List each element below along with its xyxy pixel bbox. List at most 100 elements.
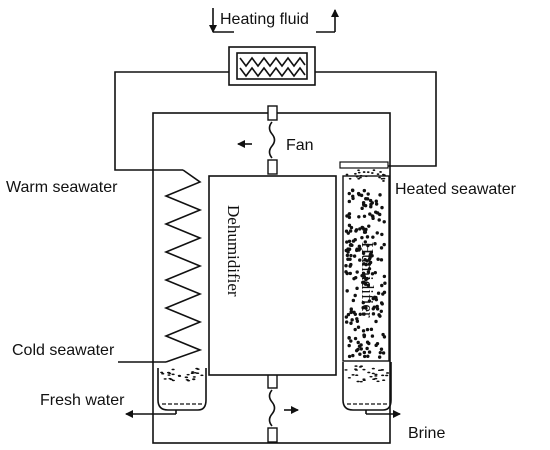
droplet <box>344 369 348 371</box>
droplet <box>347 212 351 216</box>
spray-droplets <box>345 169 386 182</box>
droplet <box>349 225 354 230</box>
droplet <box>356 340 360 345</box>
droplet <box>358 227 362 231</box>
droplet <box>348 264 352 268</box>
droplet <box>378 314 382 318</box>
droplet <box>378 193 382 197</box>
droplet <box>171 373 175 376</box>
droplet <box>351 194 355 198</box>
droplet <box>359 380 363 383</box>
droplet <box>367 341 371 346</box>
droplet <box>350 318 354 322</box>
droplet <box>349 309 354 314</box>
droplet <box>376 173 380 176</box>
droplet <box>382 180 385 182</box>
droplet <box>370 272 375 276</box>
droplet <box>359 343 363 347</box>
droplet <box>376 257 380 261</box>
droplet <box>371 307 375 311</box>
droplet <box>380 283 384 288</box>
droplet <box>369 250 373 254</box>
droplet <box>353 336 358 341</box>
droplet <box>161 372 165 375</box>
droplet <box>364 175 368 178</box>
droplet <box>345 289 349 293</box>
droplet <box>362 275 367 279</box>
warm-seawater-label: Warm seawater <box>6 179 118 196</box>
fan-top <box>267 105 278 175</box>
droplet <box>357 171 361 174</box>
droplet <box>375 211 380 215</box>
droplet <box>380 177 384 180</box>
droplet <box>367 267 372 271</box>
droplet <box>381 374 385 377</box>
droplet <box>354 365 358 367</box>
droplet <box>382 220 386 224</box>
heat-exchanger <box>228 46 316 86</box>
droplet <box>383 281 387 285</box>
droplet <box>358 352 362 356</box>
droplet <box>371 235 375 239</box>
droplet <box>366 270 371 274</box>
droplet <box>365 235 370 239</box>
droplet <box>361 329 366 333</box>
droplet <box>348 177 352 180</box>
condenser-coil <box>163 169 203 363</box>
droplet <box>359 193 364 198</box>
droplet <box>163 378 167 380</box>
droplet <box>372 169 376 172</box>
droplet <box>364 277 368 282</box>
droplet <box>369 375 373 378</box>
droplet <box>348 229 353 233</box>
droplet <box>360 235 364 240</box>
droplet <box>345 173 349 176</box>
droplet <box>374 377 378 380</box>
droplet <box>376 291 381 295</box>
droplet <box>362 312 366 316</box>
droplet <box>379 246 384 250</box>
droplet <box>371 372 375 375</box>
fan-bottom <box>267 373 278 443</box>
droplet <box>369 205 373 209</box>
droplet <box>377 218 381 222</box>
droplet <box>347 354 352 359</box>
droplet <box>348 243 353 247</box>
dehumidifier-label: Dehumidifier <box>224 205 243 297</box>
droplet <box>374 375 378 377</box>
droplet <box>364 262 368 267</box>
droplet <box>381 351 386 355</box>
droplet <box>195 372 200 375</box>
droplet <box>382 290 387 295</box>
droplet <box>371 367 375 370</box>
droplet <box>368 212 372 216</box>
droplet <box>370 172 374 174</box>
droplet <box>356 347 360 352</box>
droplet <box>382 379 386 382</box>
droplet <box>358 312 362 317</box>
spray-distributor <box>339 161 389 169</box>
droplet <box>379 309 383 313</box>
droplet <box>347 336 351 340</box>
droplet <box>374 373 378 376</box>
droplet <box>349 321 353 325</box>
droplet <box>376 380 380 383</box>
fresh-water-basin <box>157 368 207 411</box>
droplet <box>379 347 384 351</box>
droplet <box>362 350 367 355</box>
droplet <box>383 174 386 177</box>
droplet <box>368 260 373 265</box>
droplet <box>359 176 362 179</box>
droplet <box>372 295 377 300</box>
brine-label: Brine <box>408 425 445 442</box>
droplet <box>366 283 370 287</box>
droplet <box>369 327 374 332</box>
droplet <box>373 242 377 246</box>
droplet <box>374 202 379 206</box>
droplet <box>362 230 367 234</box>
droplet <box>349 253 353 258</box>
droplet <box>349 307 353 311</box>
droplet <box>351 353 355 358</box>
droplet <box>200 374 204 377</box>
